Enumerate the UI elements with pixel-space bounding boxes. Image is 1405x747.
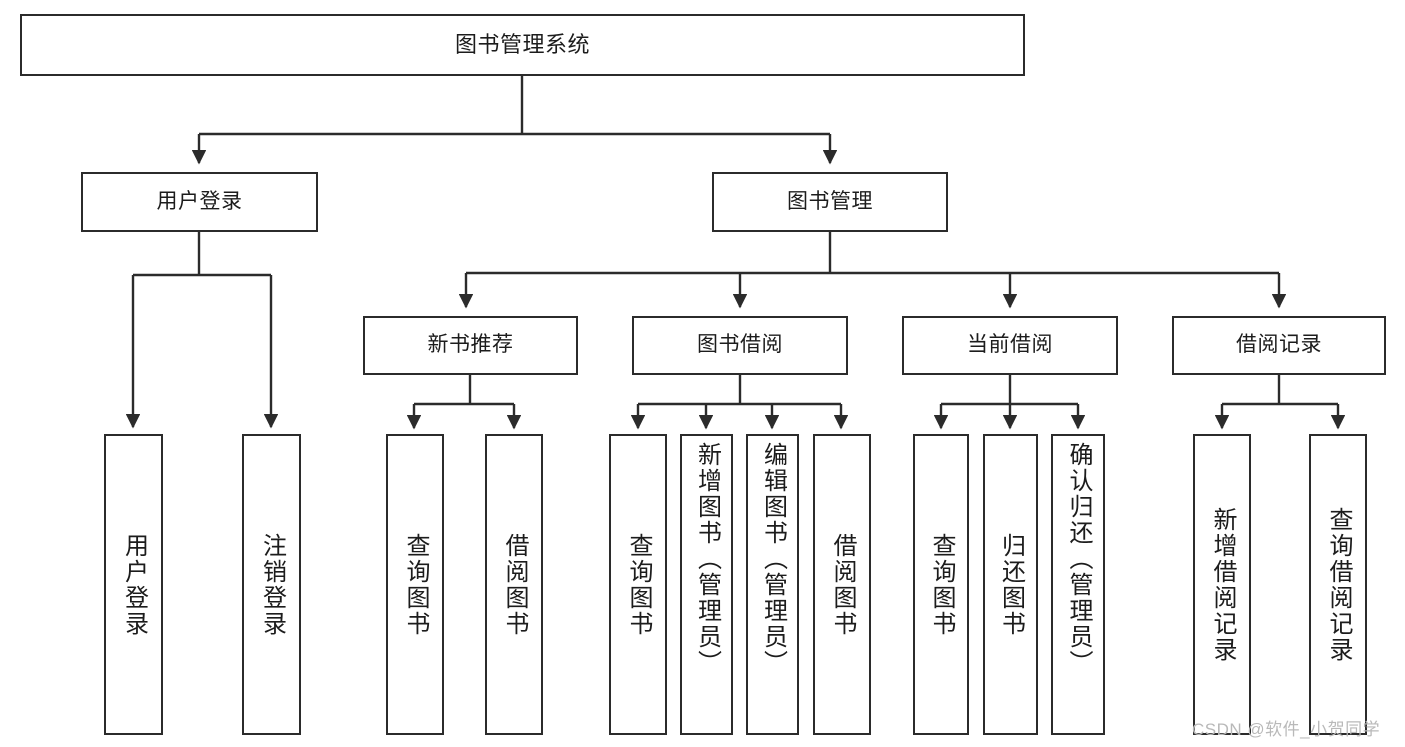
leaf-borrow-edit-book-admin[interactable]: 编辑图书（管理员）: [746, 434, 799, 735]
leaf-current-confirm-return-admin[interactable]: 确认归还（管理员）: [1051, 434, 1105, 735]
leaf-borrow-add-book-admin-label: 新增图书（管理员）: [693, 442, 721, 676]
leaf-current-confirm-return-admin-label: 确认归还（管理员）: [1065, 442, 1092, 676]
node-borrow-records[interactable]: 借阅记录: [1172, 316, 1386, 375]
leaf-current-return-book[interactable]: 归还图书: [983, 434, 1038, 735]
leaf-newbook-borrow-book-label: 借阅图书: [501, 532, 528, 637]
leaf-newbook-query-book[interactable]: 查询图书: [386, 434, 444, 735]
node-book-management[interactable]: 图书管理: [712, 172, 948, 232]
node-current-borrow[interactable]: 当前借阅: [902, 316, 1118, 375]
leaf-logout-label: 注销登录: [258, 532, 286, 637]
leaf-records-query-record[interactable]: 查询借阅记录: [1309, 434, 1367, 735]
leaf-newbook-borrow-book[interactable]: 借阅图书: [485, 434, 543, 735]
leaf-records-add-record[interactable]: 新增借阅记录: [1193, 434, 1251, 735]
node-root-label: 图书管理系统: [454, 32, 590, 58]
leaf-current-query-book[interactable]: 查询图书: [913, 434, 969, 735]
node-new-book-recommend-label: 新书推荐: [427, 333, 514, 357]
node-borrow-records-label: 借阅记录: [1236, 333, 1322, 357]
leaf-logout[interactable]: 注销登录: [242, 434, 301, 735]
node-new-book-recommend[interactable]: 新书推荐: [363, 316, 578, 375]
leaf-current-return-book-label: 归还图书: [997, 532, 1025, 637]
leaf-borrow-query-book-label: 查询图书: [625, 532, 652, 637]
node-user-login[interactable]: 用户登录: [81, 172, 318, 232]
csdn-watermark: CSDN @软件_小贺同学: [1192, 720, 1381, 739]
leaf-newbook-query-book-label: 查询图书: [402, 532, 429, 637]
node-book-management-label: 图书管理: [787, 189, 873, 213]
leaf-records-add-record-label: 新增借阅记录: [1209, 506, 1236, 663]
node-root[interactable]: 图书管理系统: [20, 14, 1025, 76]
leaf-records-query-record-label: 查询借阅记录: [1325, 506, 1352, 663]
leaf-borrow-add-book-admin[interactable]: 新增图书（管理员）: [680, 434, 733, 735]
leaf-user-login-label: 用户登录: [120, 532, 148, 637]
node-book-borrow-label: 图书借阅: [697, 333, 783, 357]
leaf-user-login[interactable]: 用户登录: [104, 434, 163, 735]
leaf-borrow-borrow-book[interactable]: 借阅图书: [813, 434, 871, 735]
node-current-borrow-label: 当前借阅: [967, 333, 1053, 357]
node-book-borrow[interactable]: 图书借阅: [632, 316, 848, 375]
leaf-current-query-book-label: 查询图书: [928, 532, 955, 637]
leaf-borrow-borrow-book-label: 借阅图书: [829, 532, 856, 637]
leaf-borrow-edit-book-admin-label: 编辑图书（管理员）: [759, 442, 787, 676]
node-user-login-label: 用户登录: [156, 189, 243, 213]
leaf-borrow-query-book[interactable]: 查询图书: [609, 434, 667, 735]
